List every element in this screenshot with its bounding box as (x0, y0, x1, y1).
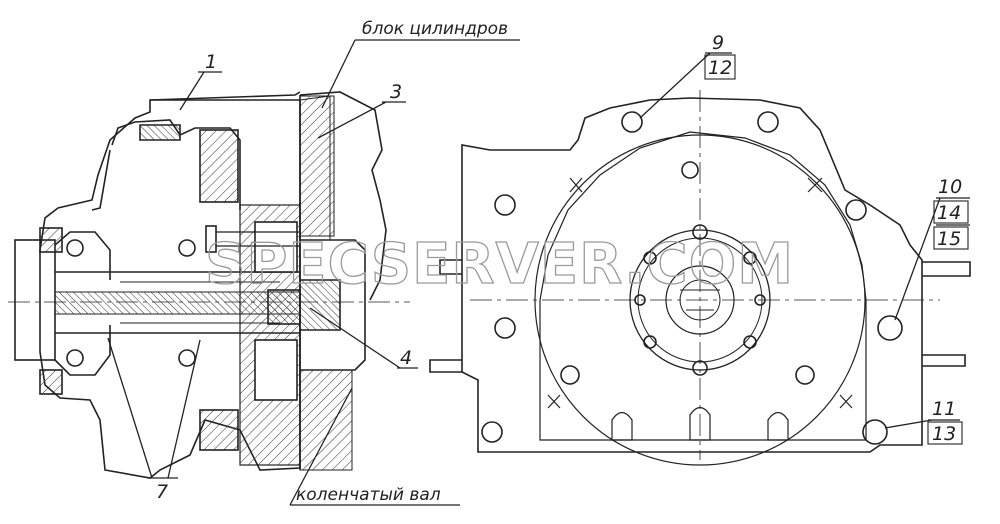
label-cylinder-block: блок цилиндров (362, 19, 508, 39)
label-part-3: 3 (390, 81, 402, 103)
label-boxes (704, 54, 969, 445)
label-part-11: 11 (932, 398, 956, 420)
front-view (429, 90, 971, 466)
label-part-15: 15 (937, 228, 961, 250)
label-part-12: 12 (708, 57, 732, 79)
section-view (8, 91, 410, 479)
leader-lines (107, 39, 970, 506)
label-part-4: 4 (400, 347, 412, 369)
label-part-9: 9 (712, 32, 724, 54)
label-part-14: 14 (937, 202, 961, 224)
label-crankshaft: коленчатый вал (296, 485, 441, 505)
label-part-10: 10 (938, 176, 962, 198)
label-part-7: 7 (156, 481, 168, 503)
watermark-text: SPECSERVER.COM (205, 232, 794, 297)
label-part-13: 13 (932, 423, 956, 445)
label-part-1: 1 (205, 51, 217, 73)
